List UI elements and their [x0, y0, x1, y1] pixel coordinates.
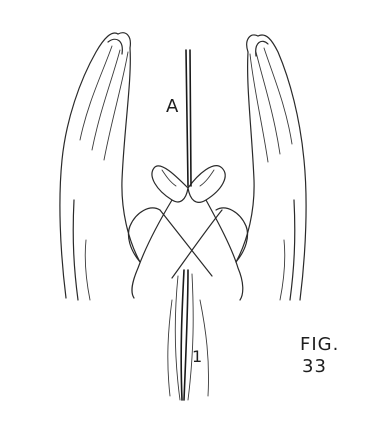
left-hand: [60, 33, 160, 300]
string-label-a: A: [166, 96, 179, 117]
string-loops: [132, 50, 243, 400]
figure-caption-number: 33: [302, 356, 327, 377]
right-hand: [216, 35, 306, 300]
string-label-1: 1: [192, 347, 202, 366]
figure-caption-fig: FIG.: [300, 334, 339, 355]
